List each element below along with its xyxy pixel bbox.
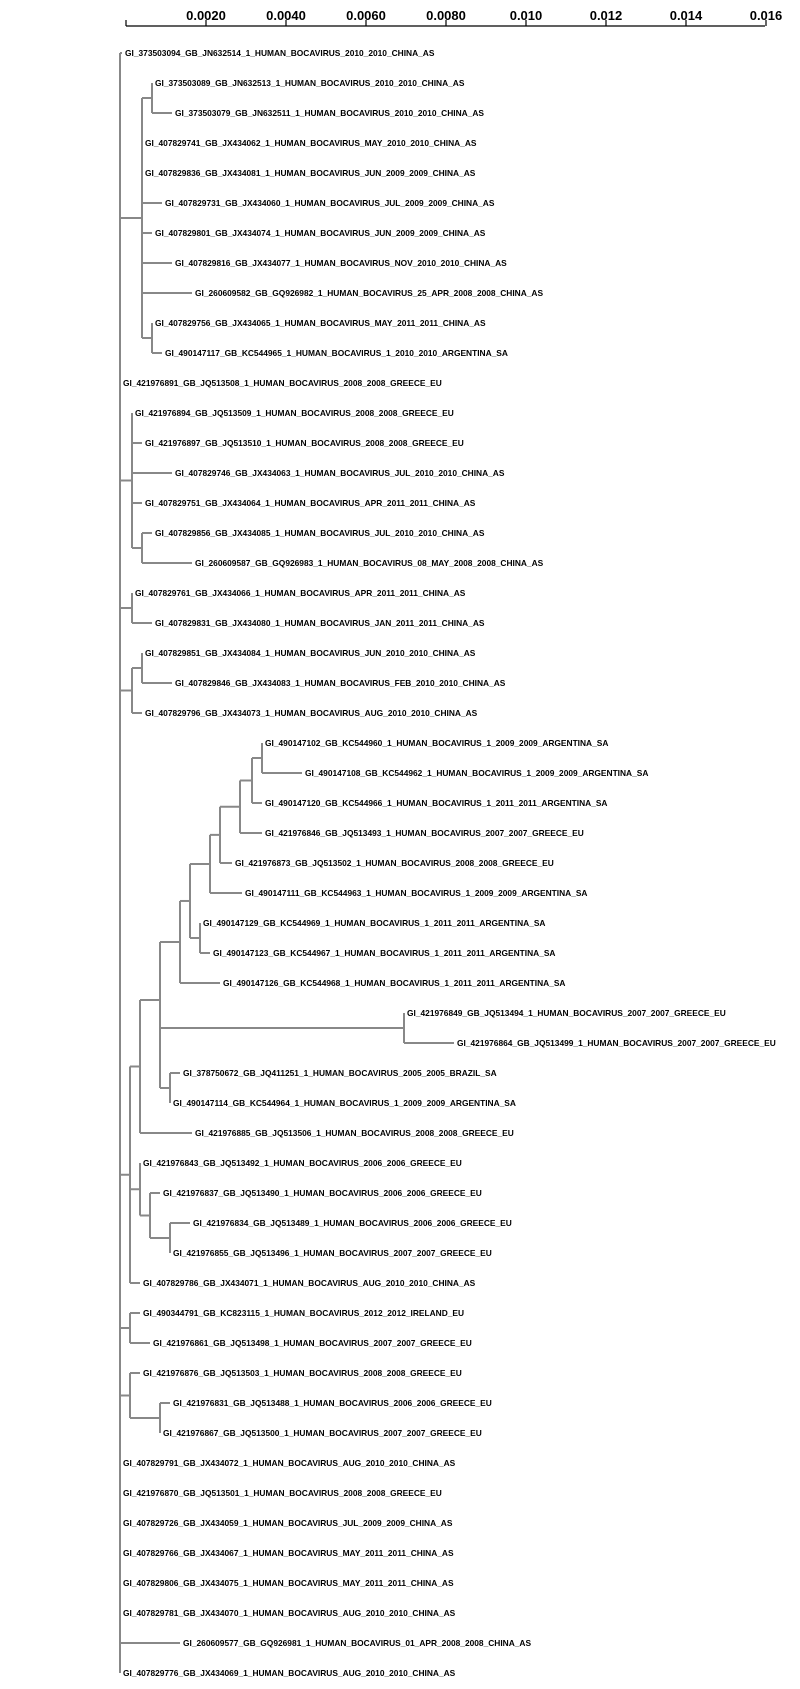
leaf-label: GI_407829746_GB_JX434063_1_HUMAN_BOCAVIR… bbox=[175, 468, 505, 478]
leaf-label: GI_421976834_GB_JQ513489_1_HUMAN_BOCAVIR… bbox=[193, 1218, 512, 1228]
leaf-label: GI_407829756_GB_JX434065_1_HUMAN_BOCAVIR… bbox=[155, 318, 486, 328]
leaf-label: GI_490147114_GB_KC544964_1_HUMAN_BOCAVIR… bbox=[173, 1098, 516, 1108]
leaf-label: GI_421976831_GB_JQ513488_1_HUMAN_BOCAVIR… bbox=[173, 1398, 492, 1408]
leaf-label: GI_407829781_GB_JX434070_1_HUMAN_BOCAVIR… bbox=[123, 1608, 456, 1618]
leaf-label: GI_421976849_GB_JQ513494_1_HUMAN_BOCAVIR… bbox=[407, 1008, 726, 1018]
leaf-label: GI_407829726_GB_JX434059_1_HUMAN_BOCAVIR… bbox=[123, 1518, 453, 1528]
leaf-label: GI_407829796_GB_JX434073_1_HUMAN_BOCAVIR… bbox=[145, 708, 478, 718]
leaf-label: GI_490344791_GB_KC823115_1_HUMAN_BOCAVIR… bbox=[143, 1308, 464, 1318]
leaf-label: GI_421976876_GB_JQ513503_1_HUMAN_BOCAVIR… bbox=[143, 1368, 462, 1378]
leaf-label: GI_421976843_GB_JQ513492_1_HUMAN_BOCAVIR… bbox=[143, 1158, 462, 1168]
leaf-label: GI_490147120_GB_KC544966_1_HUMAN_BOCAVIR… bbox=[265, 798, 607, 808]
leaf-label: GI_490147108_GB_KC544962_1_HUMAN_BOCAVIR… bbox=[305, 768, 648, 778]
leaf-label: GI_407829856_GB_JX434085_1_HUMAN_BOCAVIR… bbox=[155, 528, 485, 538]
leaf-label: GI_421976867_GB_JQ513500_1_HUMAN_BOCAVIR… bbox=[163, 1428, 482, 1438]
leaf-label: GI_407829851_GB_JX434084_1_HUMAN_BOCAVIR… bbox=[145, 648, 476, 658]
leaf-label: GI_421976846_GB_JQ513493_1_HUMAN_BOCAVIR… bbox=[265, 828, 584, 838]
axis-tick-label: 0.0020 bbox=[186, 8, 226, 23]
leaf-label: GI_490147111_GB_KC544963_1_HUMAN_BOCAVIR… bbox=[245, 888, 587, 898]
leaf-label: GI_421976885_GB_JQ513506_1_HUMAN_BOCAVIR… bbox=[195, 1128, 514, 1138]
axis-tick-label: 0.010 bbox=[510, 8, 543, 23]
leaf-label: GI_421976873_GB_JQ513502_1_HUMAN_BOCAVIR… bbox=[235, 858, 554, 868]
leaf-label: GI_490147117_GB_KC544965_1_HUMAN_BOCAVIR… bbox=[165, 348, 508, 358]
leaf-label: GI_407829786_GB_JX434071_1_HUMAN_BOCAVIR… bbox=[143, 1278, 476, 1288]
leaf-label: GI_421976891_GB_JQ513508_1_HUMAN_BOCAVIR… bbox=[123, 378, 442, 388]
leaf-label: GI_421976894_GB_JQ513509_1_HUMAN_BOCAVIR… bbox=[135, 408, 454, 418]
leaf-label: GI_421976855_GB_JQ513496_1_HUMAN_BOCAVIR… bbox=[173, 1248, 492, 1258]
leaf-label: GI_490147129_GB_KC544969_1_HUMAN_BOCAVIR… bbox=[203, 918, 545, 928]
leaf-label: GI_373503079_GB_JN632511_1_HUMAN_BOCAVIR… bbox=[175, 108, 484, 118]
leaf-label: GI_407829766_GB_JX434067_1_HUMAN_BOCAVIR… bbox=[123, 1548, 454, 1558]
leaf-label: GI_421976870_GB_JQ513501_1_HUMAN_BOCAVIR… bbox=[123, 1488, 442, 1498]
leaf-label: GI_407829831_GB_JX434080_1_HUMAN_BOCAVIR… bbox=[155, 618, 485, 628]
leaf-label: GI_407829816_GB_JX434077_1_HUMAN_BOCAVIR… bbox=[175, 258, 507, 268]
leaf-label: GI_378750672_GB_JQ411251_1_HUMAN_BOCAVIR… bbox=[183, 1068, 497, 1078]
leaf-label: GI_373503089_GB_JN632513_1_HUMAN_BOCAVIR… bbox=[155, 78, 465, 88]
axis-tick-label: 0.012 bbox=[590, 8, 623, 23]
leaf-label: GI_407829806_GB_JX434075_1_HUMAN_BOCAVIR… bbox=[123, 1578, 454, 1588]
axis-tick-label: 0.0060 bbox=[346, 8, 386, 23]
leaf-label: GI_407829846_GB_JX434083_1_HUMAN_BOCAVIR… bbox=[175, 678, 506, 688]
leaf-label: GI_260609577_GB_GQ926981_1_HUMAN_BOCAVIR… bbox=[183, 1638, 531, 1648]
axis-tick-label: 0.0080 bbox=[426, 8, 466, 23]
leaf-labels: GI_373503094_GB_JN632514_1_HUMAN_BOCAVIR… bbox=[123, 48, 776, 1678]
tree-branches bbox=[119, 52, 454, 1673]
leaf-label: GI_260609587_GB_GQ926983_1_HUMAN_BOCAVIR… bbox=[195, 558, 544, 568]
axis-tick-label: 0.016 bbox=[750, 8, 783, 23]
leaf-label: GI_421976897_GB_JQ513510_1_HUMAN_BOCAVIR… bbox=[145, 438, 464, 448]
leaf-label: GI_421976861_GB_JQ513498_1_HUMAN_BOCAVIR… bbox=[153, 1338, 472, 1348]
leaf-label: GI_421976864_GB_JQ513499_1_HUMAN_BOCAVIR… bbox=[457, 1038, 776, 1048]
distance-axis: 0.0020 0.0040 0.0060 0.0080 0.010 0.012 0.014 0… bbox=[125, 8, 783, 27]
leaf-label: GI_407829751_GB_JX434064_1_HUMAN_BOCAVIR… bbox=[145, 498, 476, 508]
leaf-label: GI_407829761_GB_JX434066_1_HUMAN_BOCAVIR… bbox=[135, 588, 466, 598]
leaf-label: GI_490147123_GB_KC544967_1_HUMAN_BOCAVIR… bbox=[213, 948, 555, 958]
leaf-label: GI_421976837_GB_JQ513490_1_HUMAN_BOCAVIR… bbox=[163, 1188, 482, 1198]
leaf-label: GI_407829791_GB_JX434072_1_HUMAN_BOCAVIR… bbox=[123, 1458, 456, 1468]
leaf-label: GI_407829731_GB_JX434060_1_HUMAN_BOCAVIR… bbox=[165, 198, 495, 208]
axis-tick-label: 0.014 bbox=[670, 8, 703, 23]
leaf-label: GI_407829801_GB_JX434074_1_HUMAN_BOCAVIR… bbox=[155, 228, 486, 238]
leaf-label: GI_407829741_GB_JX434062_1_HUMAN_BOCAVIR… bbox=[145, 138, 477, 148]
leaf-label: GI_373503094_GB_JN632514_1_HUMAN_BOCAVIR… bbox=[125, 48, 435, 58]
leaf-label: GI_407829836_GB_JX434081_1_HUMAN_BOCAVIR… bbox=[145, 168, 476, 178]
leaf-label: GI_407829776_GB_JX434069_1_HUMAN_BOCAVIR… bbox=[123, 1668, 456, 1678]
leaf-label: GI_490147126_GB_KC544968_1_HUMAN_BOCAVIR… bbox=[223, 978, 565, 988]
axis-tick-label: 0.0040 bbox=[266, 8, 306, 23]
leaf-label: GI_260609582_GB_GQ926982_1_HUMAN_BOCAVIR… bbox=[195, 288, 543, 298]
leaf-label: GI_490147102_GB_KC544960_1_HUMAN_BOCAVIR… bbox=[265, 738, 608, 748]
